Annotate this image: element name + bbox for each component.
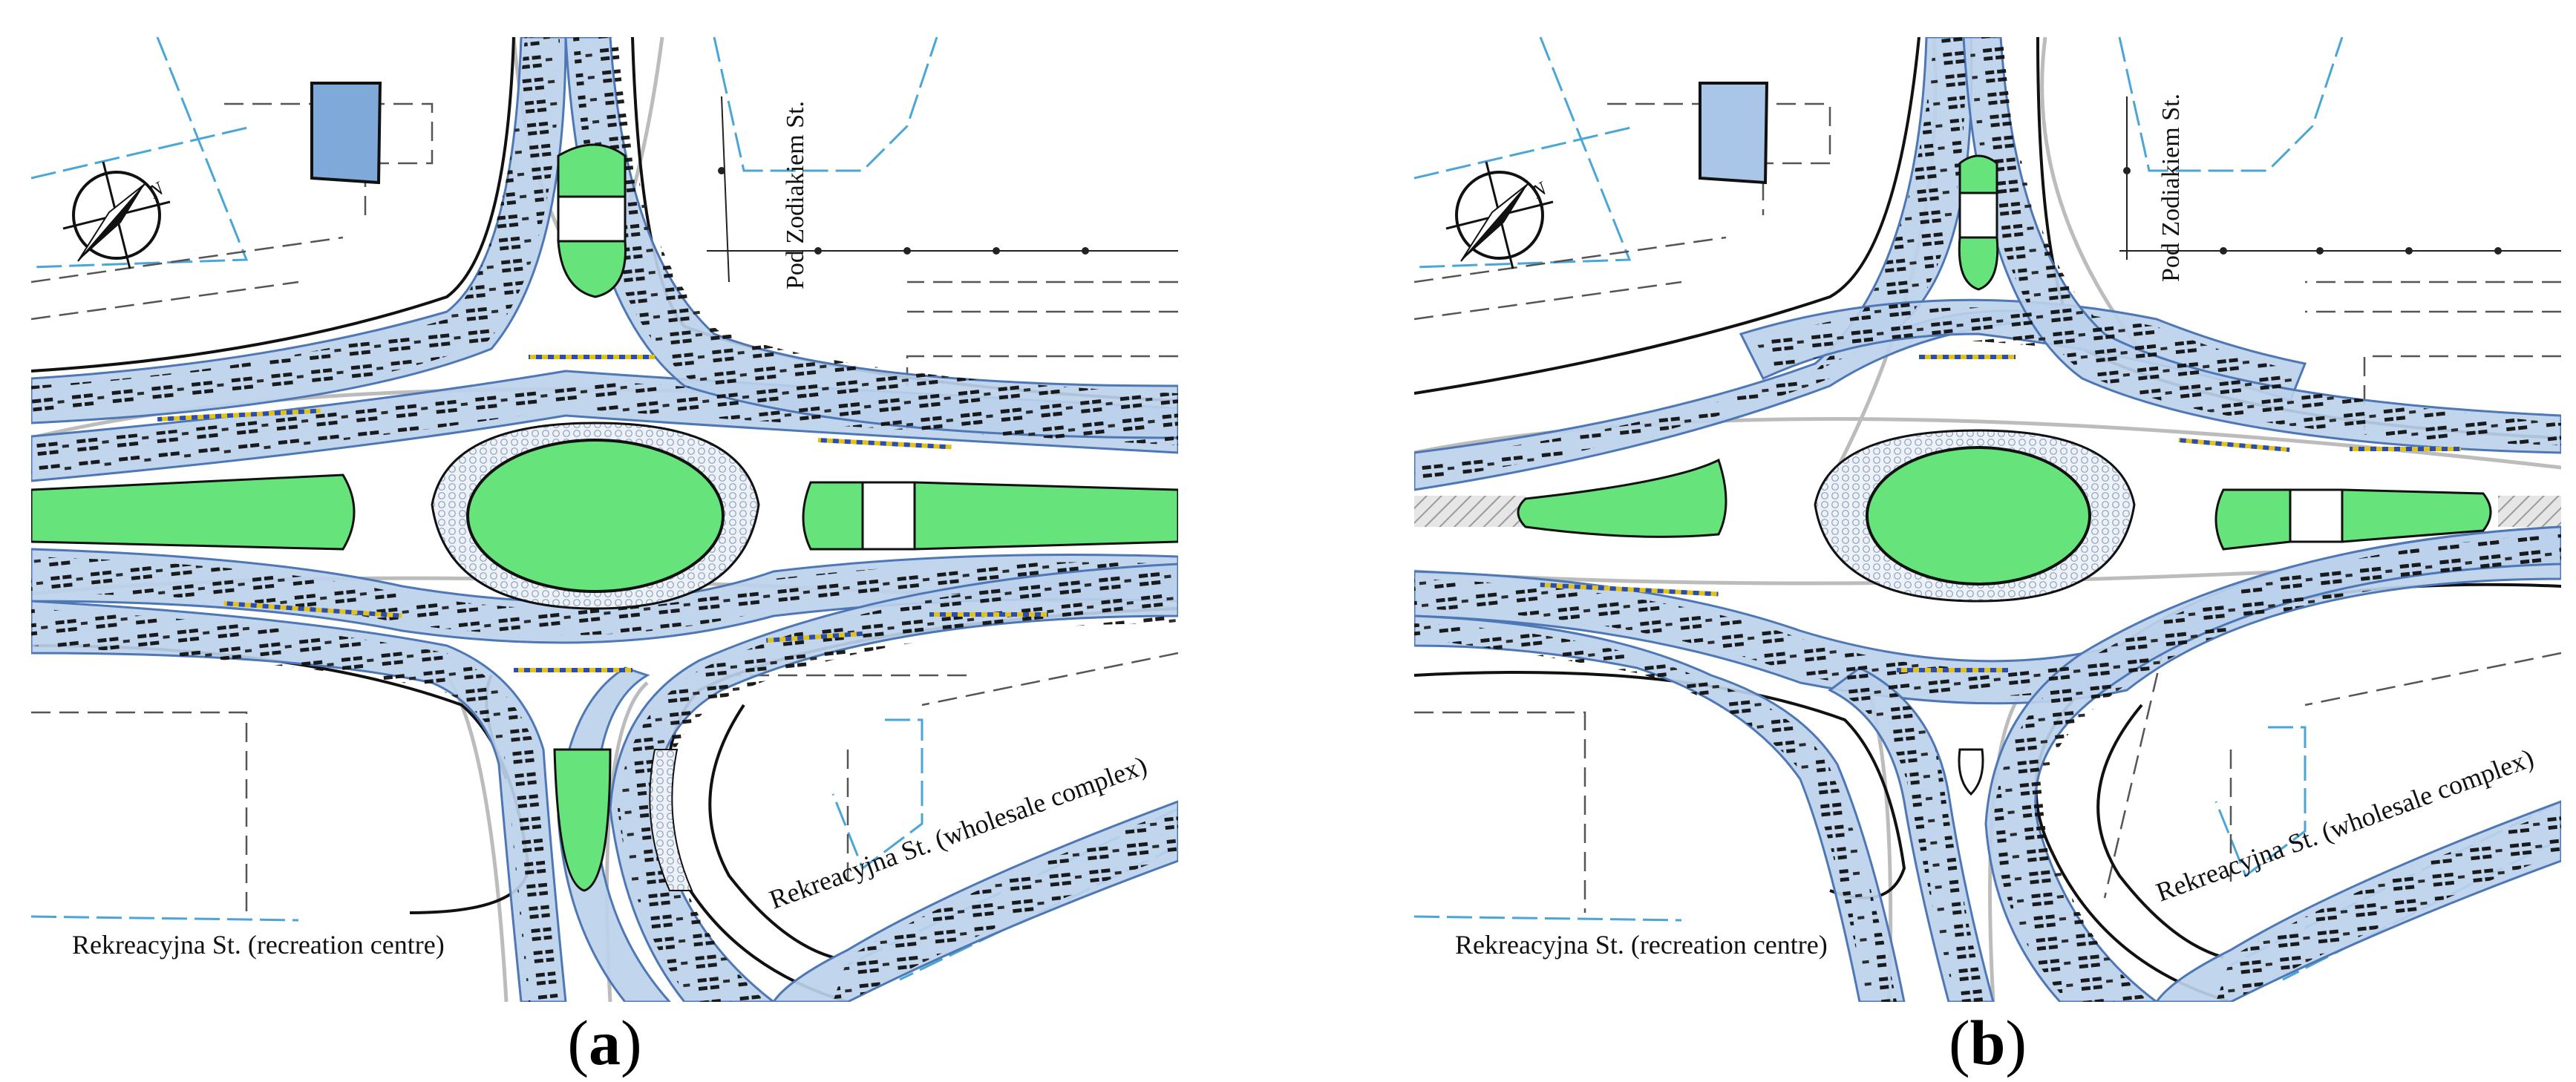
compass-icon: N (1445, 161, 1554, 269)
central-island (1814, 429, 2136, 603)
panel-b: N Pod Zodiakiem St. Rekreacyjna St. (rec… (1414, 37, 2561, 1002)
street-label-north: Pod Zodiakiem St. (2157, 94, 2185, 282)
splitter-islands (1517, 154, 2492, 796)
splitter-islands (31, 143, 1178, 892)
utility-line (707, 96, 1178, 283)
lane-markings (157, 355, 1048, 672)
building (310, 82, 382, 185)
lane-markings (1540, 355, 2461, 672)
utility-line (2119, 96, 2561, 260)
compass-north-label: N (1528, 177, 1552, 203)
compass-north-label: N (145, 177, 169, 203)
roundabout-diagram-a: N Pod Zodiakiem St. Rekreacyjna St. (rec… (31, 37, 1178, 1002)
central-island (431, 422, 760, 610)
caption-b: (b) (1948, 1007, 2027, 1078)
compass-icon: N (62, 161, 171, 269)
vehicle-traces (1414, 37, 2561, 1002)
street-label-southwest: Rekreacyjna St. (recreation centre) (1455, 930, 1828, 960)
street-label-north: Pod Zodiakiem St. (782, 101, 809, 289)
panel-a: N Pod Zodiakiem St. Rekreacyjna St. (rec… (31, 37, 1178, 1002)
hatched-area-east (2498, 496, 2561, 527)
roundabout-diagram-b: N Pod Zodiakiem St. Rekreacyjna St. (rec… (1414, 37, 2561, 1002)
caption-a: (a) (567, 1007, 642, 1078)
vehicle-traces (31, 37, 1178, 1002)
hatched-area-west (1414, 496, 1526, 527)
street-label-southwest: Rekreacyjna St. (recreation centre) (72, 930, 445, 960)
building (1699, 82, 1769, 185)
